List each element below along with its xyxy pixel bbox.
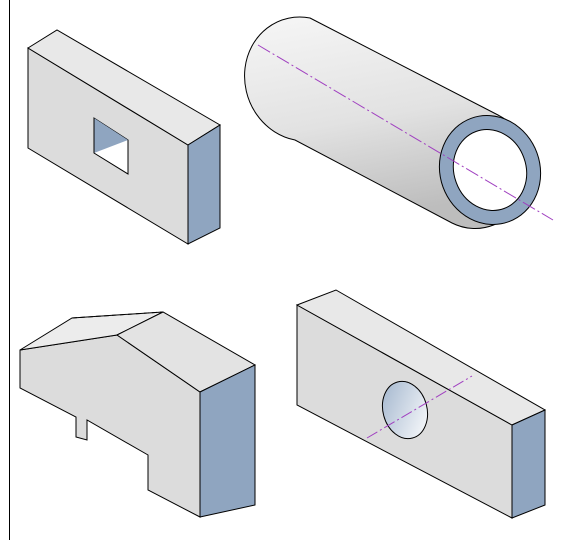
hollow-cylinder [244, 16, 554, 229]
stepped-block [19, 311, 257, 518]
side-face [199, 364, 256, 518]
hole-centerline [366, 375, 473, 439]
hidden-edge [71, 311, 164, 319]
block-with-square-hole [27, 29, 221, 245]
round-hole [381, 380, 429, 440]
cylinder-bore [452, 129, 528, 211]
square-hole-inner-wall [94, 118, 128, 153]
side-face [187, 124, 221, 245]
block-with-round-hole [295, 289, 547, 519]
frame-border-line [9, 0, 10, 540]
side-face [511, 409, 546, 519]
cylinder-axis-centerline [257, 44, 554, 221]
